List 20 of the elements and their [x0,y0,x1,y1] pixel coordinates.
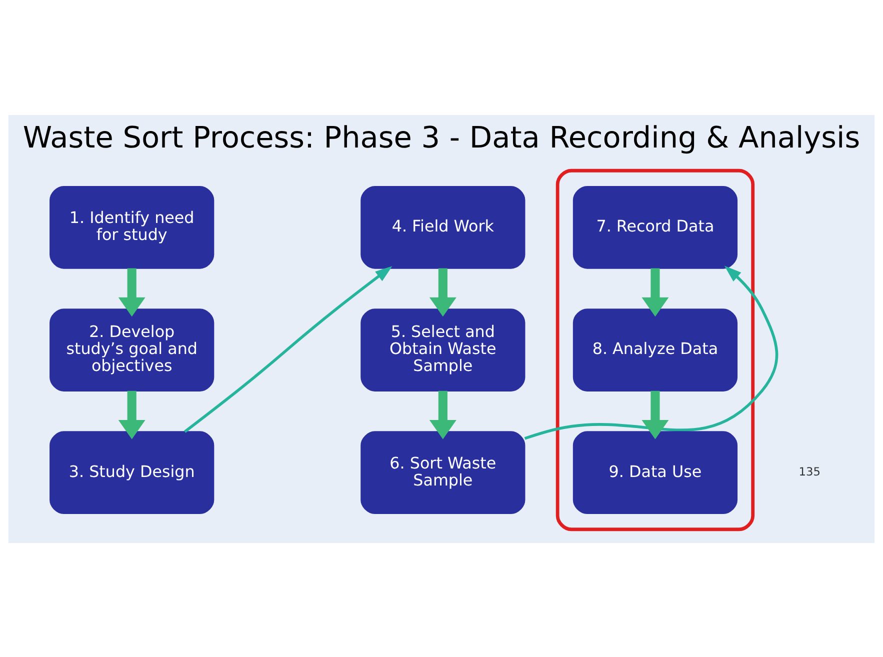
node-box: 9. Data Use [572,430,738,514]
arrow [642,268,669,316]
diagram-title: Waste Sort Process: Phase 3 - Data Recording & Analysis [22,120,860,154]
node-box: 6. Sort Waste Sample [360,430,526,514]
arrow [524,265,778,440]
arrow [118,268,146,316]
arrow [429,390,456,439]
arrow [642,390,669,439]
node-box: 4. Field Work [360,185,526,268]
node-box: 2. Develop study’s goal and objectives [50,308,214,391]
node-box: 8. Analyze Data [572,308,738,391]
arrow [184,266,392,432]
arrow [429,268,456,316]
node-box: 1. Identify need for study [50,185,214,268]
node-box: 5. Select and Obtain Waste Sample [360,308,526,391]
node-box: 7. Record Data [572,185,738,268]
label: 135 [798,464,820,478]
arrow [118,390,146,439]
cluster [556,168,755,531]
node-box: 3. Study Design [50,430,214,514]
